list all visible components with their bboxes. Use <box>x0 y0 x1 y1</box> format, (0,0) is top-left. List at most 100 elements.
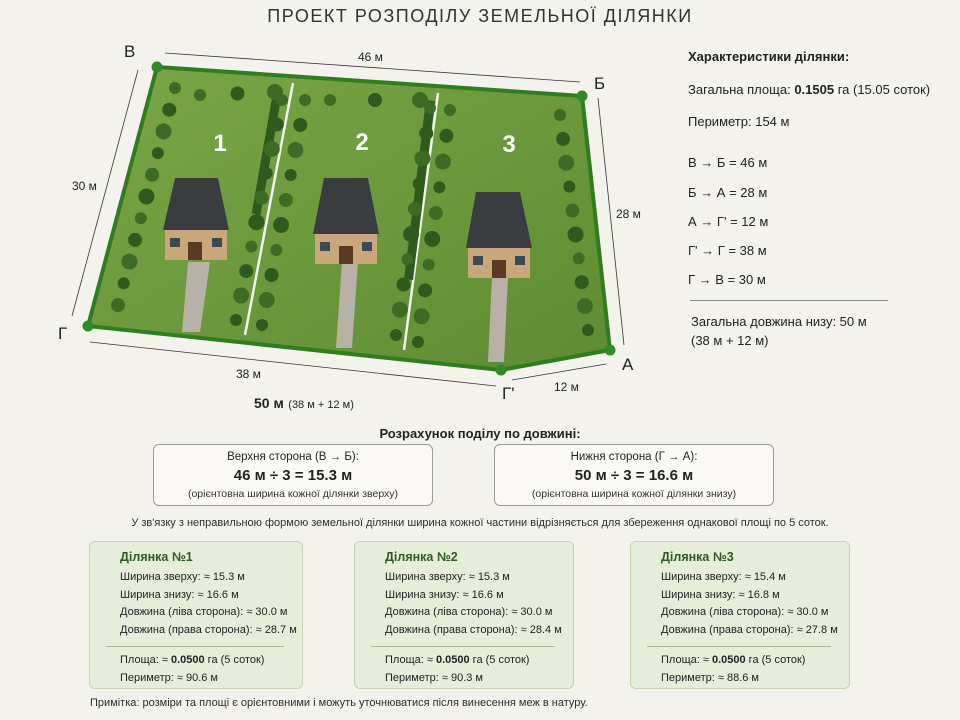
path-3 <box>488 276 508 362</box>
segment-to: В <box>715 272 724 287</box>
parcel-length-left: Довжина (ліва сторона): ≈ 30.0 м <box>120 606 288 618</box>
tree <box>267 84 283 100</box>
calc-formula: 46 м ÷ 3 = 15.3 м <box>233 467 353 484</box>
bottom-total-note: (38 м + 12 м) <box>288 399 354 411</box>
parcel-card-2: Ділянка №2 Ширина зверху: ≈ 15.3 м Ширин… <box>354 541 574 689</box>
calc-note: (орієнтовна ширина кожної ділянки знизу) <box>531 488 737 500</box>
calc-note: (орієнтовна ширина кожної ділянки зверху… <box>187 488 399 500</box>
segment-row: Б → А = 28 м <box>688 185 767 200</box>
area-label: Площа: ≈ <box>120 654 168 666</box>
segment-from: Г <box>688 272 696 287</box>
arrow-icon: → <box>701 243 715 258</box>
corner-label-B: В <box>124 42 136 61</box>
area-value: 0.0500 <box>170 654 205 666</box>
tree <box>134 212 147 225</box>
dim-line-bottom-right <box>511 363 607 381</box>
tree <box>233 287 250 304</box>
total-area-value: 0.1505 <box>794 82 835 97</box>
parcel-length-right: Довжина (права сторона): ≈ 28.7 м <box>120 623 297 636</box>
tree <box>254 190 269 205</box>
tree <box>565 203 580 218</box>
parcel-width-bottom: Ширина знизу: ≈ 16.6 м <box>385 588 504 601</box>
tree <box>117 277 130 290</box>
arrow-icon: → <box>700 185 714 200</box>
tree <box>269 117 284 132</box>
dim-label-left: 30 м <box>72 179 97 193</box>
calculation-note: У зв'язку з неправильною формою земельно… <box>131 517 829 529</box>
tree <box>424 102 436 114</box>
parcel-perimeter: Периметр: ≈ 90.3 м <box>385 671 483 684</box>
tree <box>403 226 420 243</box>
area-label: Площа: ≈ <box>385 654 433 666</box>
area-unit: га (5 соток) <box>207 654 265 666</box>
tree <box>248 214 265 231</box>
segment-row: А → Г' = 12 м <box>688 214 768 229</box>
path-1 <box>182 262 210 332</box>
tree <box>434 153 451 170</box>
tree <box>572 252 585 265</box>
tree <box>390 329 402 341</box>
calc-formula: 50 м ÷ 3 = 16.6 м <box>574 467 694 484</box>
calc-box-top: Верхня сторона (В → Б): 46 м ÷ 3 = 15.3 … <box>153 444 433 506</box>
corner-label-Gp: Г' <box>502 384 515 403</box>
total-perimeter: Периметр: 154 м <box>688 114 790 129</box>
tree <box>412 336 424 348</box>
tree <box>258 292 275 308</box>
area-unit: га (5 соток) <box>748 654 806 666</box>
segment-to: Г' <box>716 214 727 229</box>
tree <box>194 89 206 101</box>
dim-line-left <box>71 69 139 317</box>
tree <box>151 147 164 160</box>
tree <box>428 206 443 221</box>
vertex-A <box>604 344 616 356</box>
parcel-area: Площа: ≈ 0.0500 га (5 соток) <box>385 654 573 672</box>
tree <box>558 154 575 171</box>
plot-number-1: 1 <box>213 130 226 157</box>
tree <box>287 142 304 158</box>
bottom-total-line-2: (38 м + 12 м) <box>691 333 769 348</box>
tree <box>263 140 280 157</box>
tree <box>412 177 425 190</box>
segment-to: Б <box>716 155 726 170</box>
tree <box>582 324 594 336</box>
tree <box>293 118 308 132</box>
parcel-title: Ділянка №2 <box>385 550 458 564</box>
dim-label-bottom-left: 38 м <box>236 367 261 381</box>
parcel-area: Площа: ≈ 0.0500 га (5 соток) <box>120 654 302 672</box>
parcel-length-left: Довжина (ліва сторона): ≈ 30.0 м <box>385 606 553 618</box>
parcel-length-left: Довжина (ліва сторона): ≈ 30.0 м <box>661 606 829 618</box>
segment-length: = 38 м <box>728 243 767 258</box>
card-divider <box>106 646 284 647</box>
tree <box>563 180 576 193</box>
tree <box>413 308 430 325</box>
parcel-width-top: Ширина зверху: ≈ 15.3 м <box>120 571 245 583</box>
segment-row: Г → В = 30 м <box>688 272 766 287</box>
calculation-heading: Розрахунок поділу по довжині: <box>379 426 581 441</box>
arrow-icon: → <box>698 272 712 287</box>
tree <box>412 92 428 108</box>
division-line-1 <box>243 82 295 336</box>
segment-to: А <box>716 185 726 200</box>
vertex-Be <box>576 90 588 102</box>
bottom-total-line-1: Загальна довжина низу: 50 м <box>691 314 867 329</box>
tree <box>433 181 446 194</box>
tree <box>128 232 143 247</box>
dim-line-bottom-left <box>89 341 497 387</box>
tree <box>138 188 155 205</box>
segment-from: А <box>688 214 697 229</box>
footnote: Примітка: розміри та площі є орієнтовним… <box>90 697 588 709</box>
total-area-unit: га (15.05 соток) <box>837 82 931 97</box>
tree <box>574 275 589 290</box>
segment-to: Г <box>717 243 725 258</box>
house-3 <box>466 192 532 278</box>
parcel-width-top: Ширина зверху: ≈ 15.3 м <box>385 571 510 583</box>
tree <box>230 314 242 326</box>
dim-label-bottom-total: 50 м (38 м + 12 м) <box>254 395 354 413</box>
tree <box>414 150 431 167</box>
area-unit: га (5 соток) <box>472 654 530 666</box>
page-title: ПРОЕКТ РОЗПОДІЛУ ЗЕМЕЛЬНОЇ ДІЛЯНКИ <box>267 6 693 26</box>
dim-line-right <box>597 97 625 346</box>
area-label: Площа: ≈ <box>661 654 709 666</box>
tree <box>418 283 433 298</box>
dim-label-bottom-right: 12 м <box>554 380 579 394</box>
